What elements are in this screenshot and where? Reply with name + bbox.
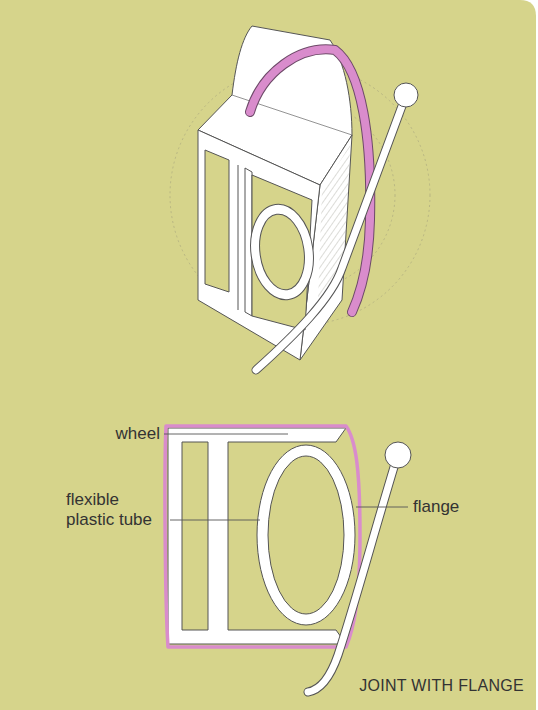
leader-lines [164,434,408,520]
figure-caption: JOINT WITH FLANGE [359,676,524,696]
joint-3d-view [170,26,430,370]
part-label: flange [413,497,523,517]
joint-front-view [165,426,411,692]
part-label: flexible plastic tube [66,490,166,530]
part-label: wheel [40,424,160,444]
